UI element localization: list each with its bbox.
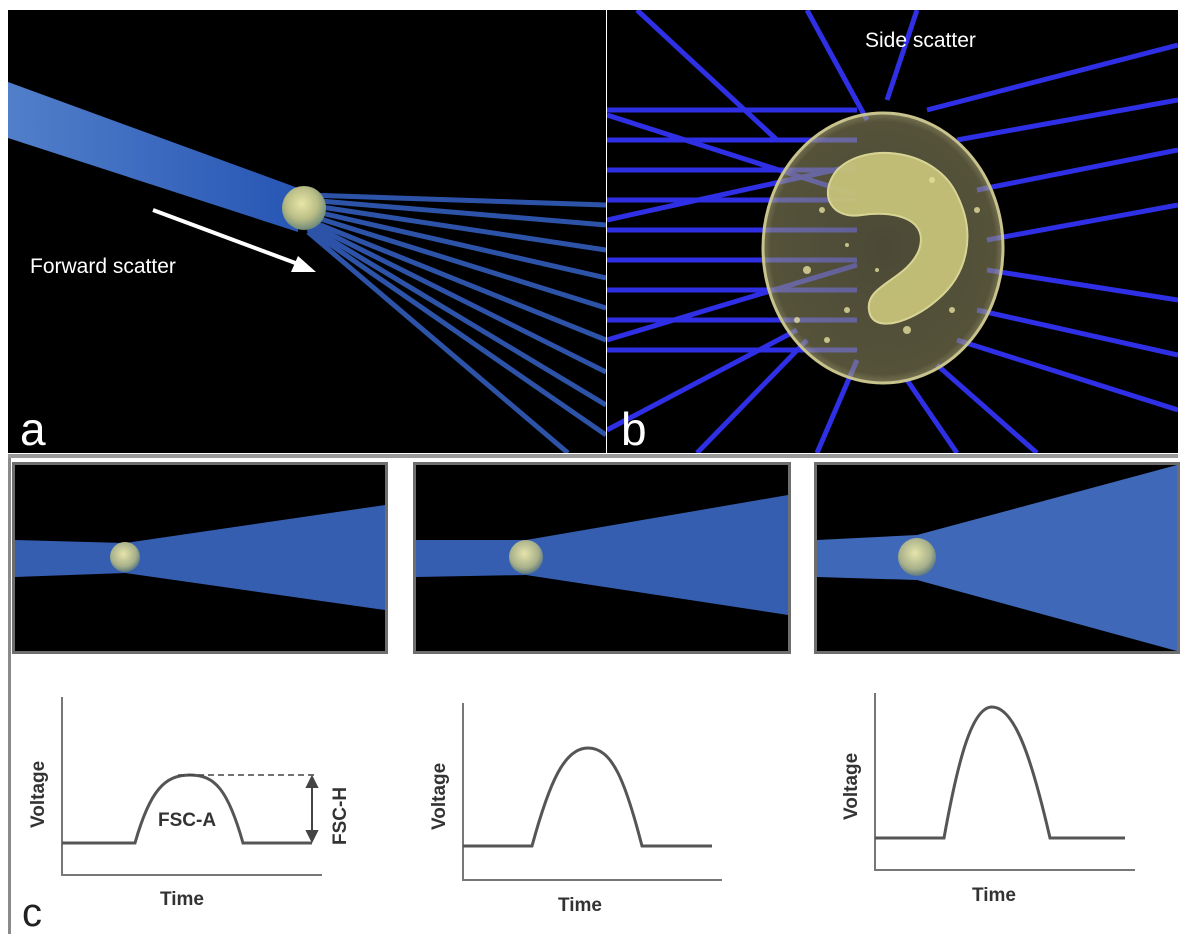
graph-3-ylabel: Voltage: [841, 753, 862, 820]
graph-3-axes: [874, 693, 1135, 871]
graph-1-xlabel: Time: [160, 889, 204, 910]
pulse-graph-2: Voltage Time: [429, 703, 722, 916]
graph-2-xlabel: Time: [558, 895, 602, 916]
panel-letter-b: b: [621, 403, 647, 453]
graph-1-pulse: [62, 773, 312, 845]
thumbnail-medium-cell: [413, 462, 791, 654]
side-scatter-illustration: [607, 10, 1178, 453]
cell: [898, 538, 936, 576]
panel-b-side-scatter: Side scatter b: [607, 10, 1178, 453]
divider-vertical: [8, 458, 11, 934]
graph-1-axes: [61, 697, 322, 876]
thumbnail-small-cell: [12, 462, 388, 654]
pulse-graph-1: FSC-A FSC-H Voltage Time: [28, 697, 351, 910]
cell-nucleus: [826, 151, 969, 325]
forward-scatter-arrow: [152, 208, 316, 272]
graph-3-pulse: [875, 705, 1125, 840]
panel-a-forward-scatter: Forward scatter a: [8, 10, 606, 453]
divider-horizontal: [8, 454, 1178, 458]
panel-letter-a: a: [20, 403, 46, 453]
cell-granules: [794, 177, 980, 343]
incident-beam: [8, 82, 298, 232]
graph-2-pulse: [463, 746, 712, 848]
panel-letter-c: c: [22, 891, 42, 935]
cell: [509, 540, 543, 574]
beam: [15, 505, 385, 610]
fsc-a-label: FSC-A: [158, 810, 216, 831]
side-scatter-label: Side scatter: [865, 29, 976, 52]
forward-scatter-label: Forward scatter: [30, 255, 176, 278]
fsc-h-arrow: [305, 774, 319, 844]
graph-1-ylabel: Voltage: [28, 761, 49, 828]
beam: [817, 465, 1177, 651]
cell: [110, 542, 140, 572]
beam: [416, 495, 788, 615]
pulse-graph-3: Voltage Time: [841, 693, 1135, 906]
cell: [282, 186, 326, 230]
thumbnail-large-cell: [814, 462, 1180, 654]
fsc-h-label: FSC-H: [330, 787, 351, 845]
graph-3-xlabel: Time: [972, 885, 1016, 906]
scattered-rays: [306, 192, 606, 453]
graph-2-ylabel: Voltage: [429, 763, 450, 830]
forward-scatter-illustration: [8, 82, 606, 453]
graph-2-axes: [462, 703, 722, 881]
